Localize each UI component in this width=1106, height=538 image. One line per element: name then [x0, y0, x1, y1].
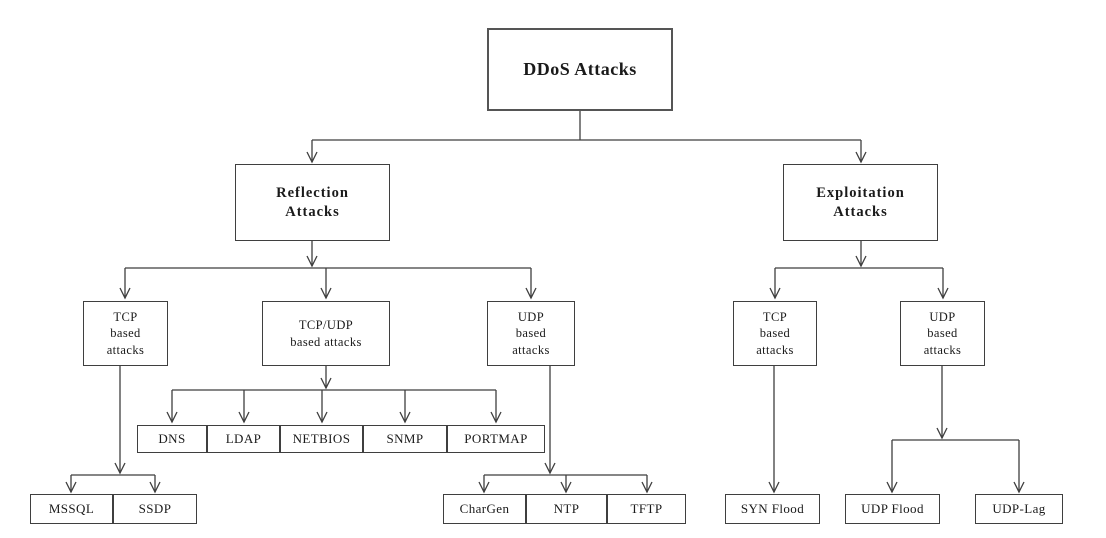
- node-reflection-attacks: Reflection Attacks: [235, 164, 390, 241]
- node-udp-flood: UDP Flood: [845, 494, 940, 524]
- node-ddos-attacks: DDoS Attacks: [487, 28, 673, 111]
- node-exploitation-tcp-based-attacks: TCP based attacks: [733, 301, 817, 366]
- node-dns: DNS: [137, 425, 207, 453]
- node-exploitation-udp-based-attacks: UDP based attacks: [900, 301, 985, 366]
- node-ntp: NTP: [526, 494, 607, 524]
- node-exploitation-attacks: Exploitation Attacks: [783, 164, 938, 241]
- node-tftp: TFTP: [607, 494, 686, 524]
- connector-expl-udp-to-leaves: [886, 366, 1025, 494]
- connector-exploitation-to-children: [769, 241, 949, 300]
- node-reflection-tcpudp-based-attacks: TCP/UDP based attacks: [262, 301, 390, 366]
- connector-reflection-to-children: [119, 241, 537, 300]
- connector-refl-tcp-to-leaves: [65, 366, 161, 494]
- node-mssql: MSSQL: [30, 494, 113, 524]
- node-snmp: SNMP: [363, 425, 447, 453]
- node-portmap: PORTMAP: [447, 425, 545, 453]
- node-chargen: CharGen: [443, 494, 526, 524]
- connector-refl-tcpudp-to-protocols: [166, 366, 502, 424]
- node-syn-flood: SYN Flood: [725, 494, 820, 524]
- node-ssdp: SSDP: [113, 494, 197, 524]
- connector-ddos-to-children: [306, 111, 867, 164]
- node-reflection-tcp-based-attacks: TCP based attacks: [83, 301, 168, 366]
- connector-refl-udp-to-leaves: [478, 366, 653, 494]
- node-netbios: NETBIOS: [280, 425, 363, 453]
- node-ldap: LDAP: [207, 425, 280, 453]
- node-udp-lag: UDP-Lag: [975, 494, 1063, 524]
- node-reflection-udp-based-attacks: UDP based attacks: [487, 301, 575, 366]
